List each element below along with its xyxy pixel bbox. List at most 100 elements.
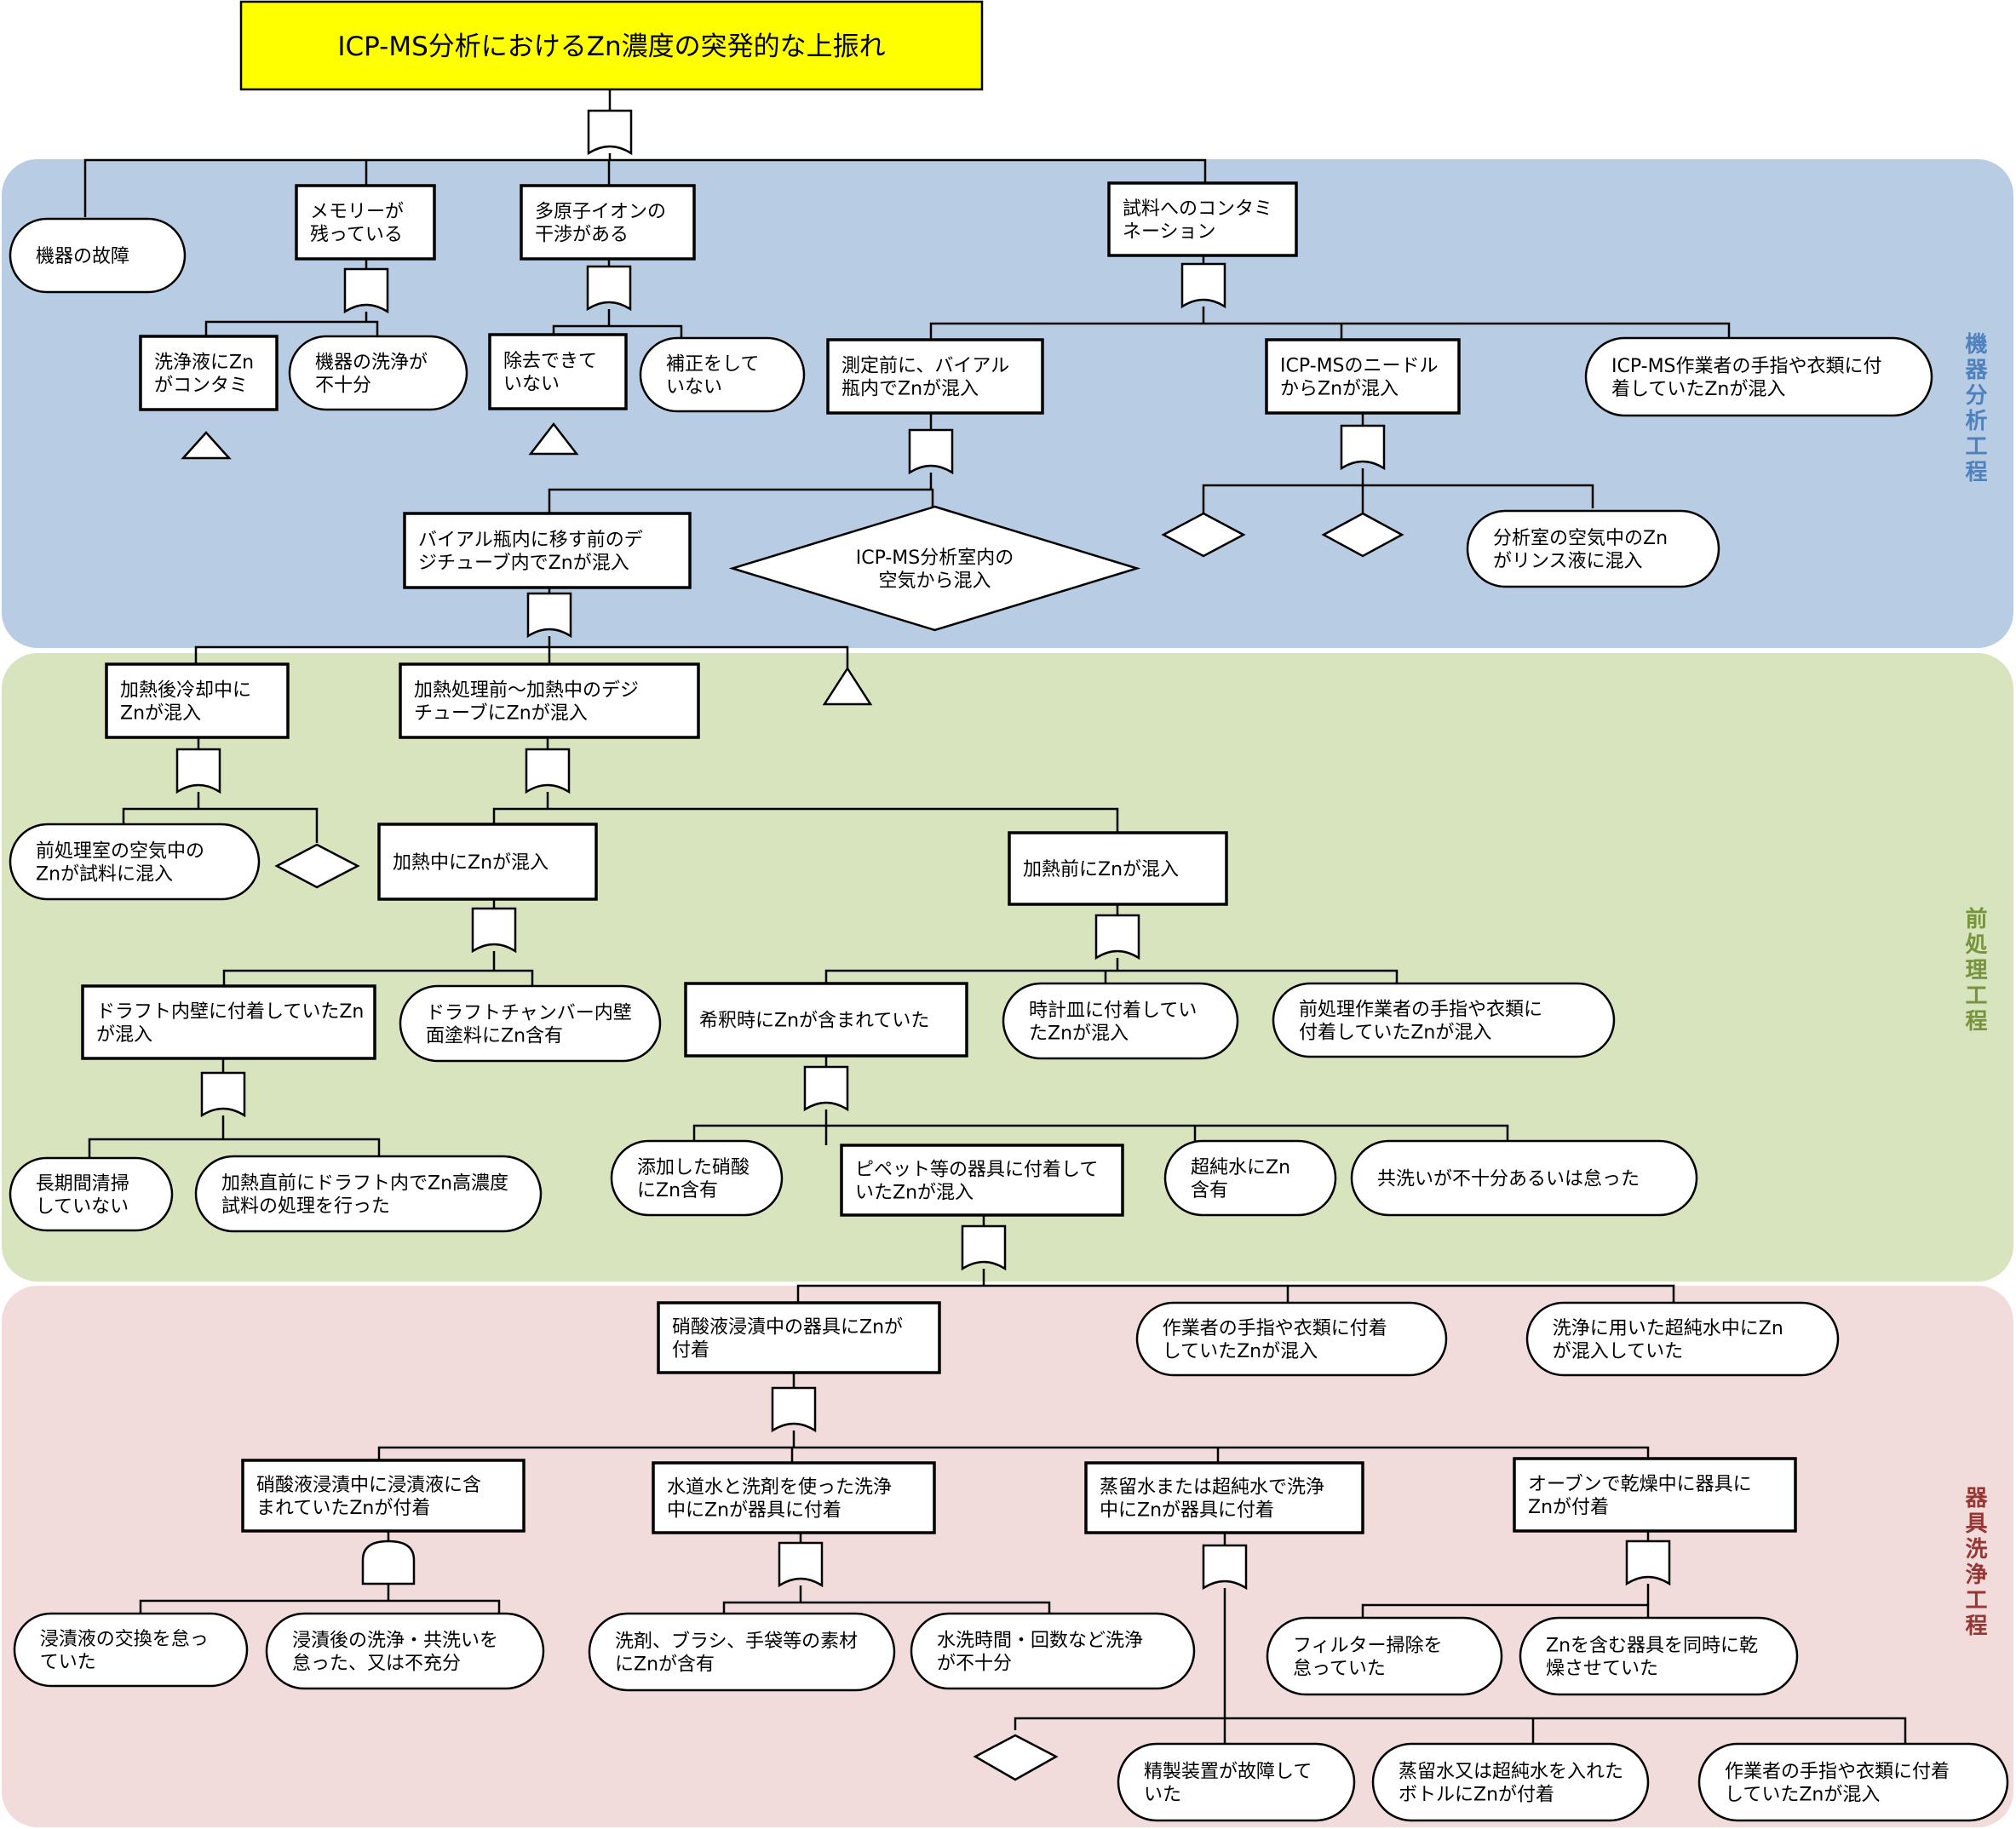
n-polyatomic-label: 多原子イオンの (535, 202, 666, 223)
n-soak-change-label: ていた (40, 1652, 96, 1673)
n-room-air-label: ICP-MS分析室内の (856, 548, 1014, 569)
n-notremoved-shape (488, 333, 628, 410)
event-nodes: 機器の故障メモリーが残っている多原子イオンの干渉がある試料へのコンタミネーション… (9, 181, 2009, 1822)
n-ultrapure-label: 含有 (1191, 1180, 1228, 1201)
n-cooling-label: Znが混入 (120, 703, 201, 725)
n-distilled-label: 中にZnが器具に付着 (1100, 1500, 1274, 1522)
n-detergent-shape (588, 1612, 896, 1692)
n-oven-shape (1513, 1457, 1797, 1533)
n-operator2-shape (1272, 982, 1616, 1058)
n-dilution-label: 希釈時にZnが含まれていた (699, 1011, 929, 1032)
n-noclean-label: 長期間清掃 (36, 1173, 129, 1195)
n-pipette-label: いたZnが混入 (855, 1183, 974, 1204)
n-digi-before-label: バイアル瓶内に移す前のデ (418, 530, 643, 551)
n-operator2-label: 前処理作業者の手指や衣類に (1299, 1000, 1542, 1021)
n-highconc-shape (194, 1155, 543, 1233)
n-cowash-shape (1350, 1139, 1698, 1217)
n-detergent-label: にZnが含有 (615, 1654, 715, 1676)
n-washtime-shape (910, 1612, 1196, 1690)
n-nitric-add-shape (610, 1139, 784, 1217)
n-notcorrected-label: いない (666, 377, 722, 398)
n-wash-water-shape (1525, 1301, 1840, 1377)
n-vial-label: 測定前に、バイアル (841, 356, 1009, 377)
n-soak-after-label: 浸漬後の洗浄・共洗いを (292, 1631, 498, 1652)
transfer-triangle (181, 431, 232, 460)
n-highconc-label: 試料の処理を行った (221, 1196, 390, 1218)
n-soakliq-label: 硝酸液浸漬中に浸漬液に含 (256, 1475, 481, 1496)
n-noclean-label: していない (36, 1196, 129, 1218)
n-heatdigi-shape (399, 662, 700, 739)
logic-gates (175, 109, 1671, 1591)
n-bottle-label: 蒸留水又は超純水を入れた (1399, 1762, 1623, 1783)
n-wash-water-label: が混入していた (1553, 1341, 1683, 1362)
n-draft-wall-label: が混入 (96, 1024, 152, 1046)
n-dry-together-label: Znを含む器具を同時に乾 (1546, 1636, 1758, 1657)
n-before-heat-shape (1008, 831, 1228, 906)
n-rinse-air-label: 分析室の空気中のZn (1493, 528, 1668, 549)
n-nitric-add-label: にZn含有 (637, 1180, 718, 1201)
n-pre-air-label: Znが試料に混入 (36, 864, 173, 886)
top-event-label: ICP-MS分析におけるZn濃度の突発的な上振れ (337, 32, 885, 62)
n-operator3-label: 作業者の手指や衣類に付着 (1163, 1318, 1387, 1339)
n-operator3-shape (1135, 1301, 1448, 1377)
or-gate-nitric-soak (771, 1386, 817, 1433)
n-needle-label: からZnが混入 (1280, 379, 1399, 400)
n-watchglass-label: 時計皿に付着してい (1029, 1001, 1197, 1022)
stage-label-cleaning: 器具洗浄工程 (1961, 1486, 1988, 1639)
n-soakliq-shape (241, 1459, 526, 1533)
n-nitric-soak-label: 硝酸液浸漬中の器具にZnが (672, 1317, 903, 1339)
n-fail-label: 機器の故障 (36, 246, 129, 267)
top-event-box (239, 0, 984, 91)
n-washtime-label: が不十分 (937, 1654, 1012, 1675)
or-gate-heatdigi (525, 748, 571, 794)
n-draft-paint-label: 面塗料にZn含有 (426, 1026, 563, 1047)
n-draft-wall-shape (81, 984, 376, 1060)
n-nitric-soak-label: 付着 (672, 1340, 709, 1362)
n-noclean-shape (9, 1156, 174, 1232)
n-contam-label: 試料へのコンタミ (1123, 198, 1272, 220)
n-rinse-air-shape (1466, 509, 1720, 588)
n-washliq-label: がコンタミ (154, 376, 248, 397)
or-gate-before-heat (1094, 914, 1140, 960)
n-contam-shape (1107, 181, 1298, 257)
n-digi-before-label: ジチューブ内でZnが混入 (418, 553, 629, 574)
n-heatdigi-label: チューブにZnが混入 (414, 703, 588, 725)
or-gate-tapwater (778, 1541, 824, 1588)
n-operator1-label: 着していたZnが混入 (1611, 379, 1785, 400)
n-draft-paint-shape (399, 984, 662, 1063)
or-gate-cooling (175, 748, 221, 794)
or-gate-vial (908, 428, 954, 475)
transfer-symbols (181, 421, 1404, 1781)
n-cowash-label: 共洗いが不十分あるいは怠った (1377, 1169, 1640, 1190)
or-gate-dilution (803, 1065, 849, 1112)
n-cooling-shape (105, 662, 290, 739)
n-notcorrected-label: 補正をして (666, 354, 759, 376)
or-gate-pipette (961, 1224, 1007, 1271)
n-bottle-shape (1371, 1742, 1650, 1822)
n-fail-shape (9, 217, 187, 294)
n-filter-shape (1266, 1616, 1503, 1696)
and-gate-soakliq (361, 1539, 416, 1585)
n-ultrapure-label: 超純水にZn (1191, 1157, 1290, 1178)
n-washinsuf-label: 不十分 (315, 376, 371, 397)
n-soak-after-shape (265, 1612, 545, 1690)
n-during-heat-shape (377, 823, 598, 901)
n-detergent-label: 洗剤、ブラシ、手袋等の素材 (615, 1631, 858, 1653)
n-washinsuf-shape (288, 335, 468, 411)
n-soak-change-shape (13, 1612, 249, 1688)
stage-label-pretreat: 前処理工程 (1961, 906, 1987, 1035)
n-operator2-label: 付着していたZnが混入 (1299, 1023, 1491, 1044)
or-gate-polyatomic (586, 265, 632, 312)
n-filter-label: フィルター掃除を (1293, 1636, 1443, 1657)
transfer-triangle (822, 666, 873, 706)
n-pipette-label: ピペット等の器具に付着して (855, 1160, 1098, 1181)
n-dry-together-label: 燥させていた (1546, 1659, 1658, 1680)
n-washliq-label: 洗浄液にZn (154, 353, 254, 374)
n-highconc-label: 加熱直前にドラフト内でZn高濃度 (221, 1173, 508, 1195)
n-operator1-label: ICP-MS作業者の手指や衣類に付 (1611, 356, 1882, 377)
undeveloped-diamond (1321, 512, 1404, 558)
undeveloped-diamond (1161, 512, 1246, 558)
n-polyatomic-label: 干渉がある (535, 225, 629, 246)
n-soak-change-label: 浸漬液の交換を怠っ (40, 1629, 209, 1650)
